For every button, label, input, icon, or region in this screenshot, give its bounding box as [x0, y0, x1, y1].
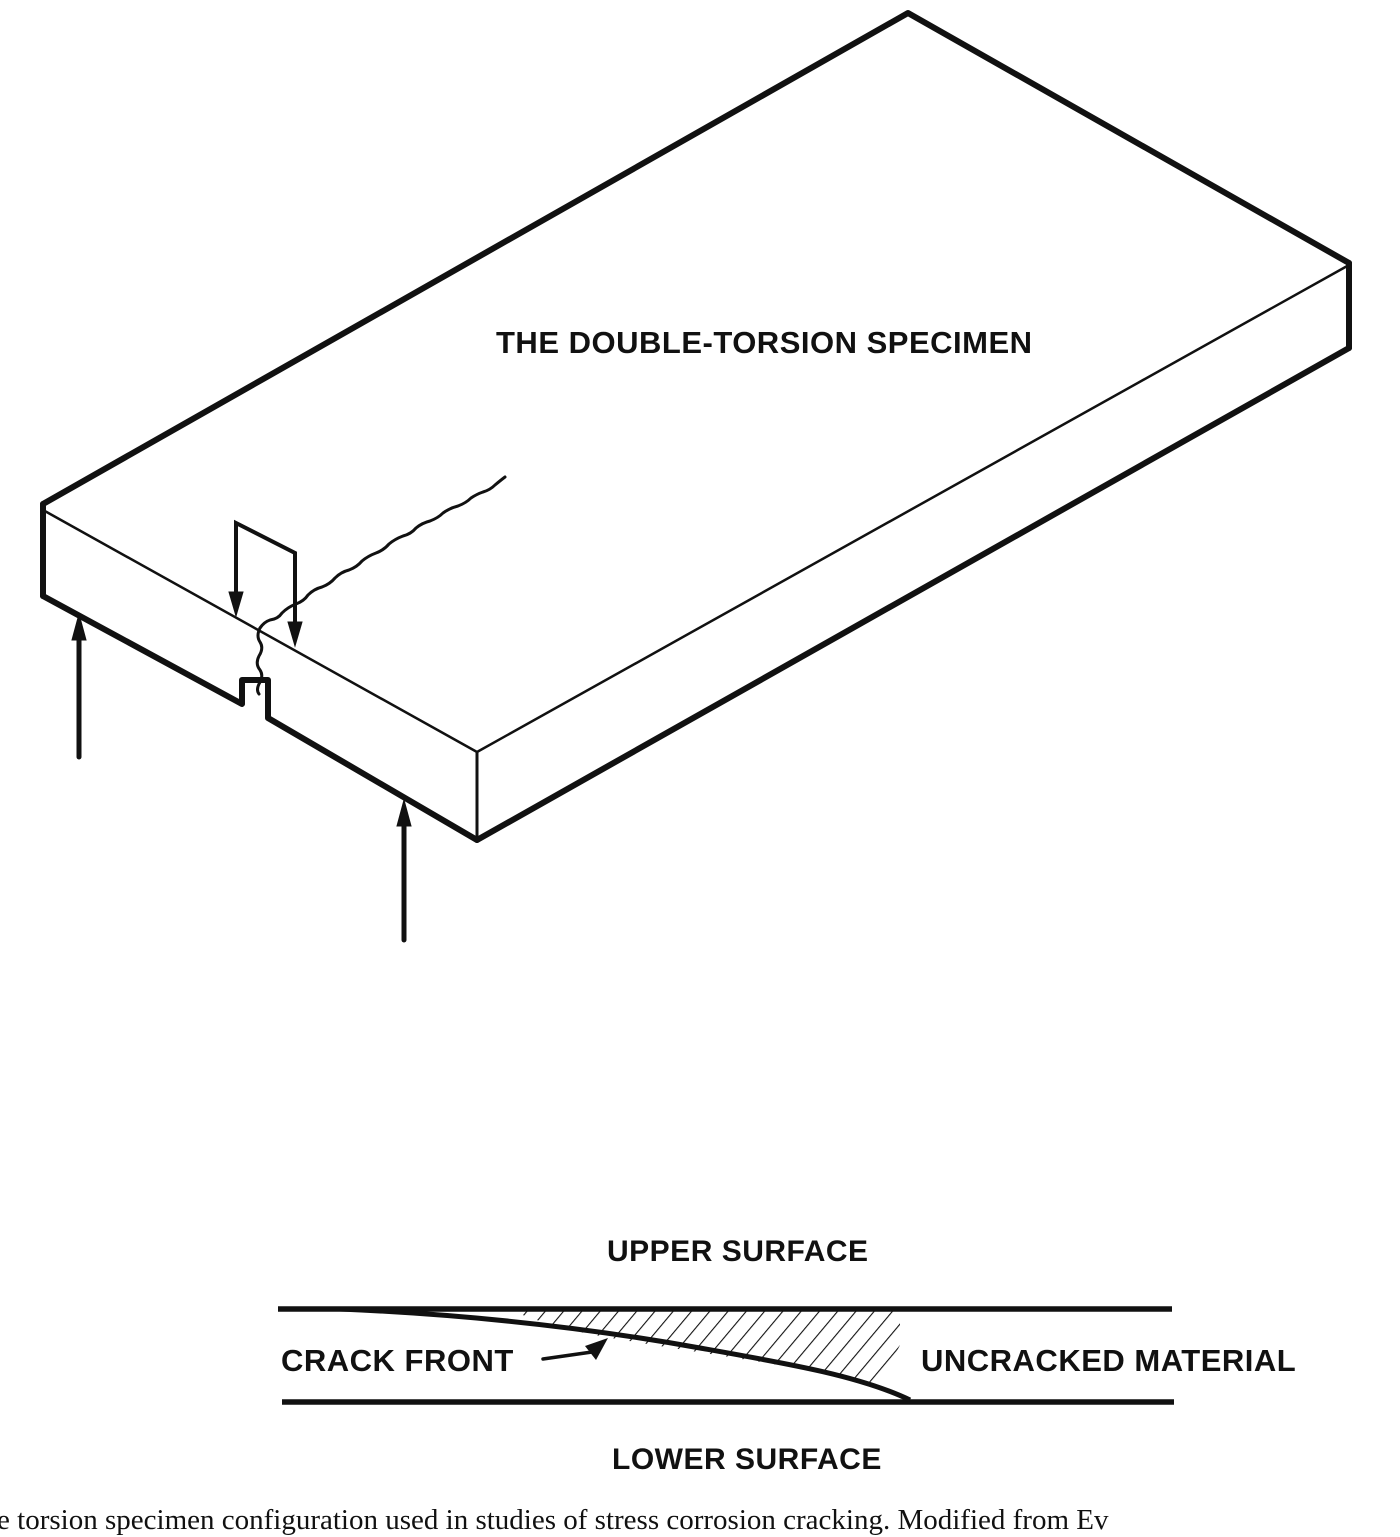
specimen-title: THE DOUBLE-TORSION SPECIMEN — [496, 325, 1033, 360]
figure-caption: uble torsion specimen configuration used… — [0, 1504, 1109, 1536]
crack-front-label: CRACK FRONT — [281, 1343, 514, 1378]
crack-top-surface — [258, 475, 507, 630]
crack-path — [255, 475, 507, 696]
load-arrows — [71, 519, 412, 943]
lower-surface-label: LOWER SURFACE — [612, 1443, 882, 1476]
load-yoke-right-arrowhead — [287, 621, 303, 648]
crack-front-pointer — [541, 1350, 594, 1361]
crack-front-curve — [339, 1306, 912, 1403]
bottom-front-edge-with-groove — [40, 593, 480, 843]
load-yoke — [234, 519, 297, 632]
upper-surface-label: UPPER SURFACE — [607, 1235, 869, 1268]
bottom-right-edge — [474, 345, 1352, 843]
right-support-arrowhead — [396, 798, 412, 827]
crack-front-pointer-head — [585, 1338, 608, 1360]
top-right-edge — [475, 263, 1351, 754]
left-support-arrowhead — [71, 612, 87, 641]
load-yoke-left-arrowhead — [228, 591, 244, 618]
uncracked-material-label: UNCRACKED MATERIAL — [921, 1343, 1297, 1378]
top-face-outline — [40, 10, 1352, 507]
crack-front-face — [255, 626, 264, 696]
specimen-slab — [40, 10, 1352, 843]
